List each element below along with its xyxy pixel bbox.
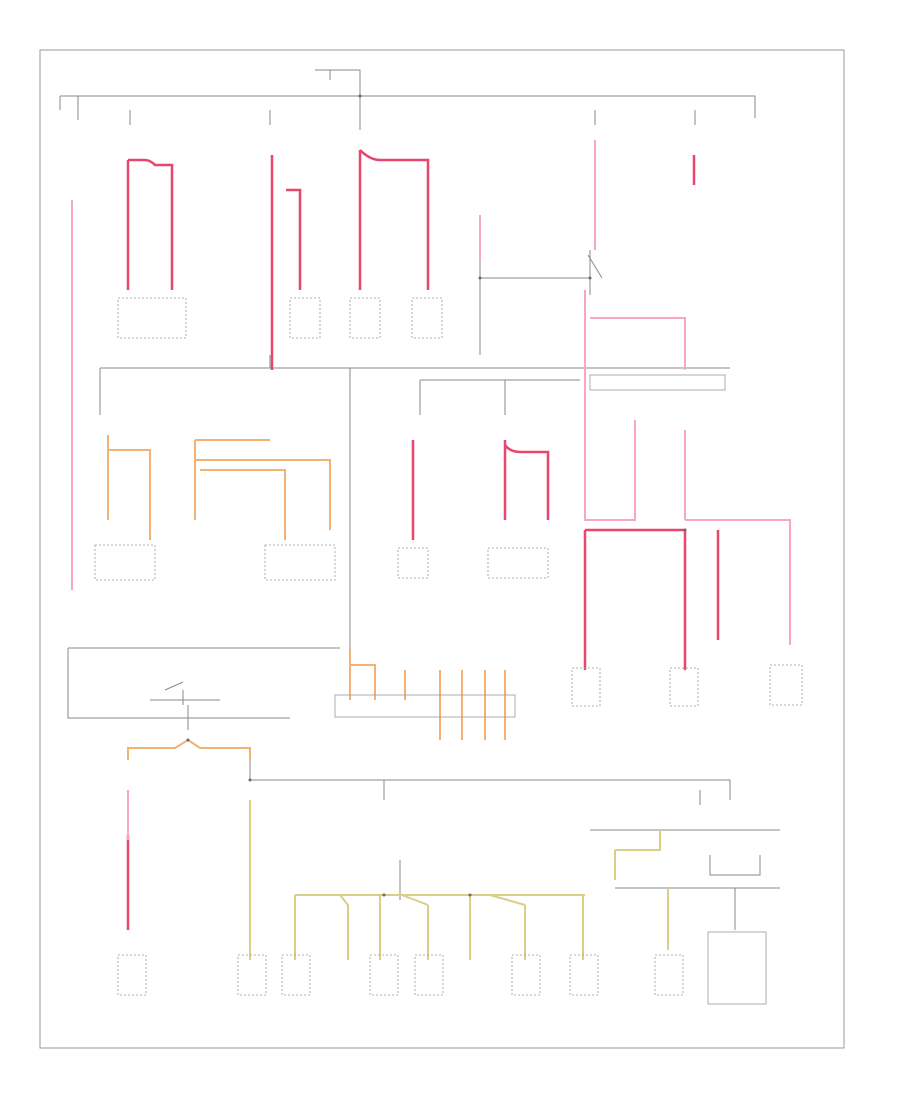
right-lower-box xyxy=(709,855,761,876)
component-box xyxy=(264,544,336,581)
ignition-box xyxy=(67,647,340,719)
components xyxy=(94,297,803,996)
lower-bus xyxy=(250,779,731,800)
component-box xyxy=(334,694,516,718)
splice xyxy=(382,893,386,897)
splice xyxy=(186,738,190,742)
component-box xyxy=(117,954,147,996)
component-box xyxy=(769,664,803,706)
splice xyxy=(358,94,362,98)
component-box xyxy=(369,954,399,996)
splice xyxy=(248,778,252,782)
pink-wire-4 xyxy=(590,317,686,370)
relay-switch xyxy=(587,254,603,279)
component-box xyxy=(397,547,429,579)
red-wires xyxy=(126,149,720,930)
ignition-switch xyxy=(150,681,220,705)
component-box xyxy=(237,954,267,996)
top-bus xyxy=(60,95,756,118)
red-wire-2 xyxy=(128,158,174,290)
component-box xyxy=(569,954,599,996)
component-box xyxy=(281,954,311,996)
page-border xyxy=(39,49,845,1049)
orange-wire-7 xyxy=(404,670,506,740)
yellow-wire-4 xyxy=(339,894,349,960)
splices xyxy=(186,94,687,897)
yellow-wire-6 xyxy=(401,894,429,960)
component-box xyxy=(94,544,156,581)
orange-wire-4 xyxy=(195,459,331,530)
yellow-wire-10 xyxy=(614,830,661,880)
red-wire-4 xyxy=(286,188,302,290)
splice xyxy=(478,276,482,280)
component-box xyxy=(411,297,443,339)
pink-wires xyxy=(71,140,791,840)
component-box xyxy=(669,667,699,707)
splice xyxy=(683,528,687,532)
component-box xyxy=(487,547,549,579)
component-box xyxy=(289,297,321,339)
mid-drop-4 xyxy=(419,379,580,415)
component-box xyxy=(414,954,444,996)
solid-components xyxy=(334,374,767,1005)
orange-wires xyxy=(107,435,506,760)
red-wire-10 xyxy=(503,444,550,520)
orange-wire-5 xyxy=(200,469,286,540)
pink-wire-6 xyxy=(685,519,791,645)
component-box xyxy=(511,954,541,996)
orange-wire-1 xyxy=(107,435,151,540)
pink-wire-3 xyxy=(584,290,636,521)
gray-wires xyxy=(59,69,780,930)
component-box xyxy=(654,954,684,996)
relay-block xyxy=(479,232,591,355)
component-box xyxy=(589,374,726,391)
red-wire-11 xyxy=(585,528,687,670)
red-wire-6 xyxy=(359,149,430,290)
lower-right-bus xyxy=(590,829,780,889)
component-box xyxy=(349,297,381,339)
yellow-wires xyxy=(249,800,669,960)
top-feed xyxy=(315,69,361,96)
orange-wire-6 xyxy=(349,650,376,700)
component-box xyxy=(571,667,601,707)
splice xyxy=(468,893,472,897)
component-box xyxy=(707,931,767,1005)
splice xyxy=(588,276,592,280)
yellow-wire-8 xyxy=(489,894,526,960)
component-box xyxy=(117,297,187,339)
orange-wire-9 xyxy=(127,739,189,760)
orange-wire-8 xyxy=(187,739,251,760)
